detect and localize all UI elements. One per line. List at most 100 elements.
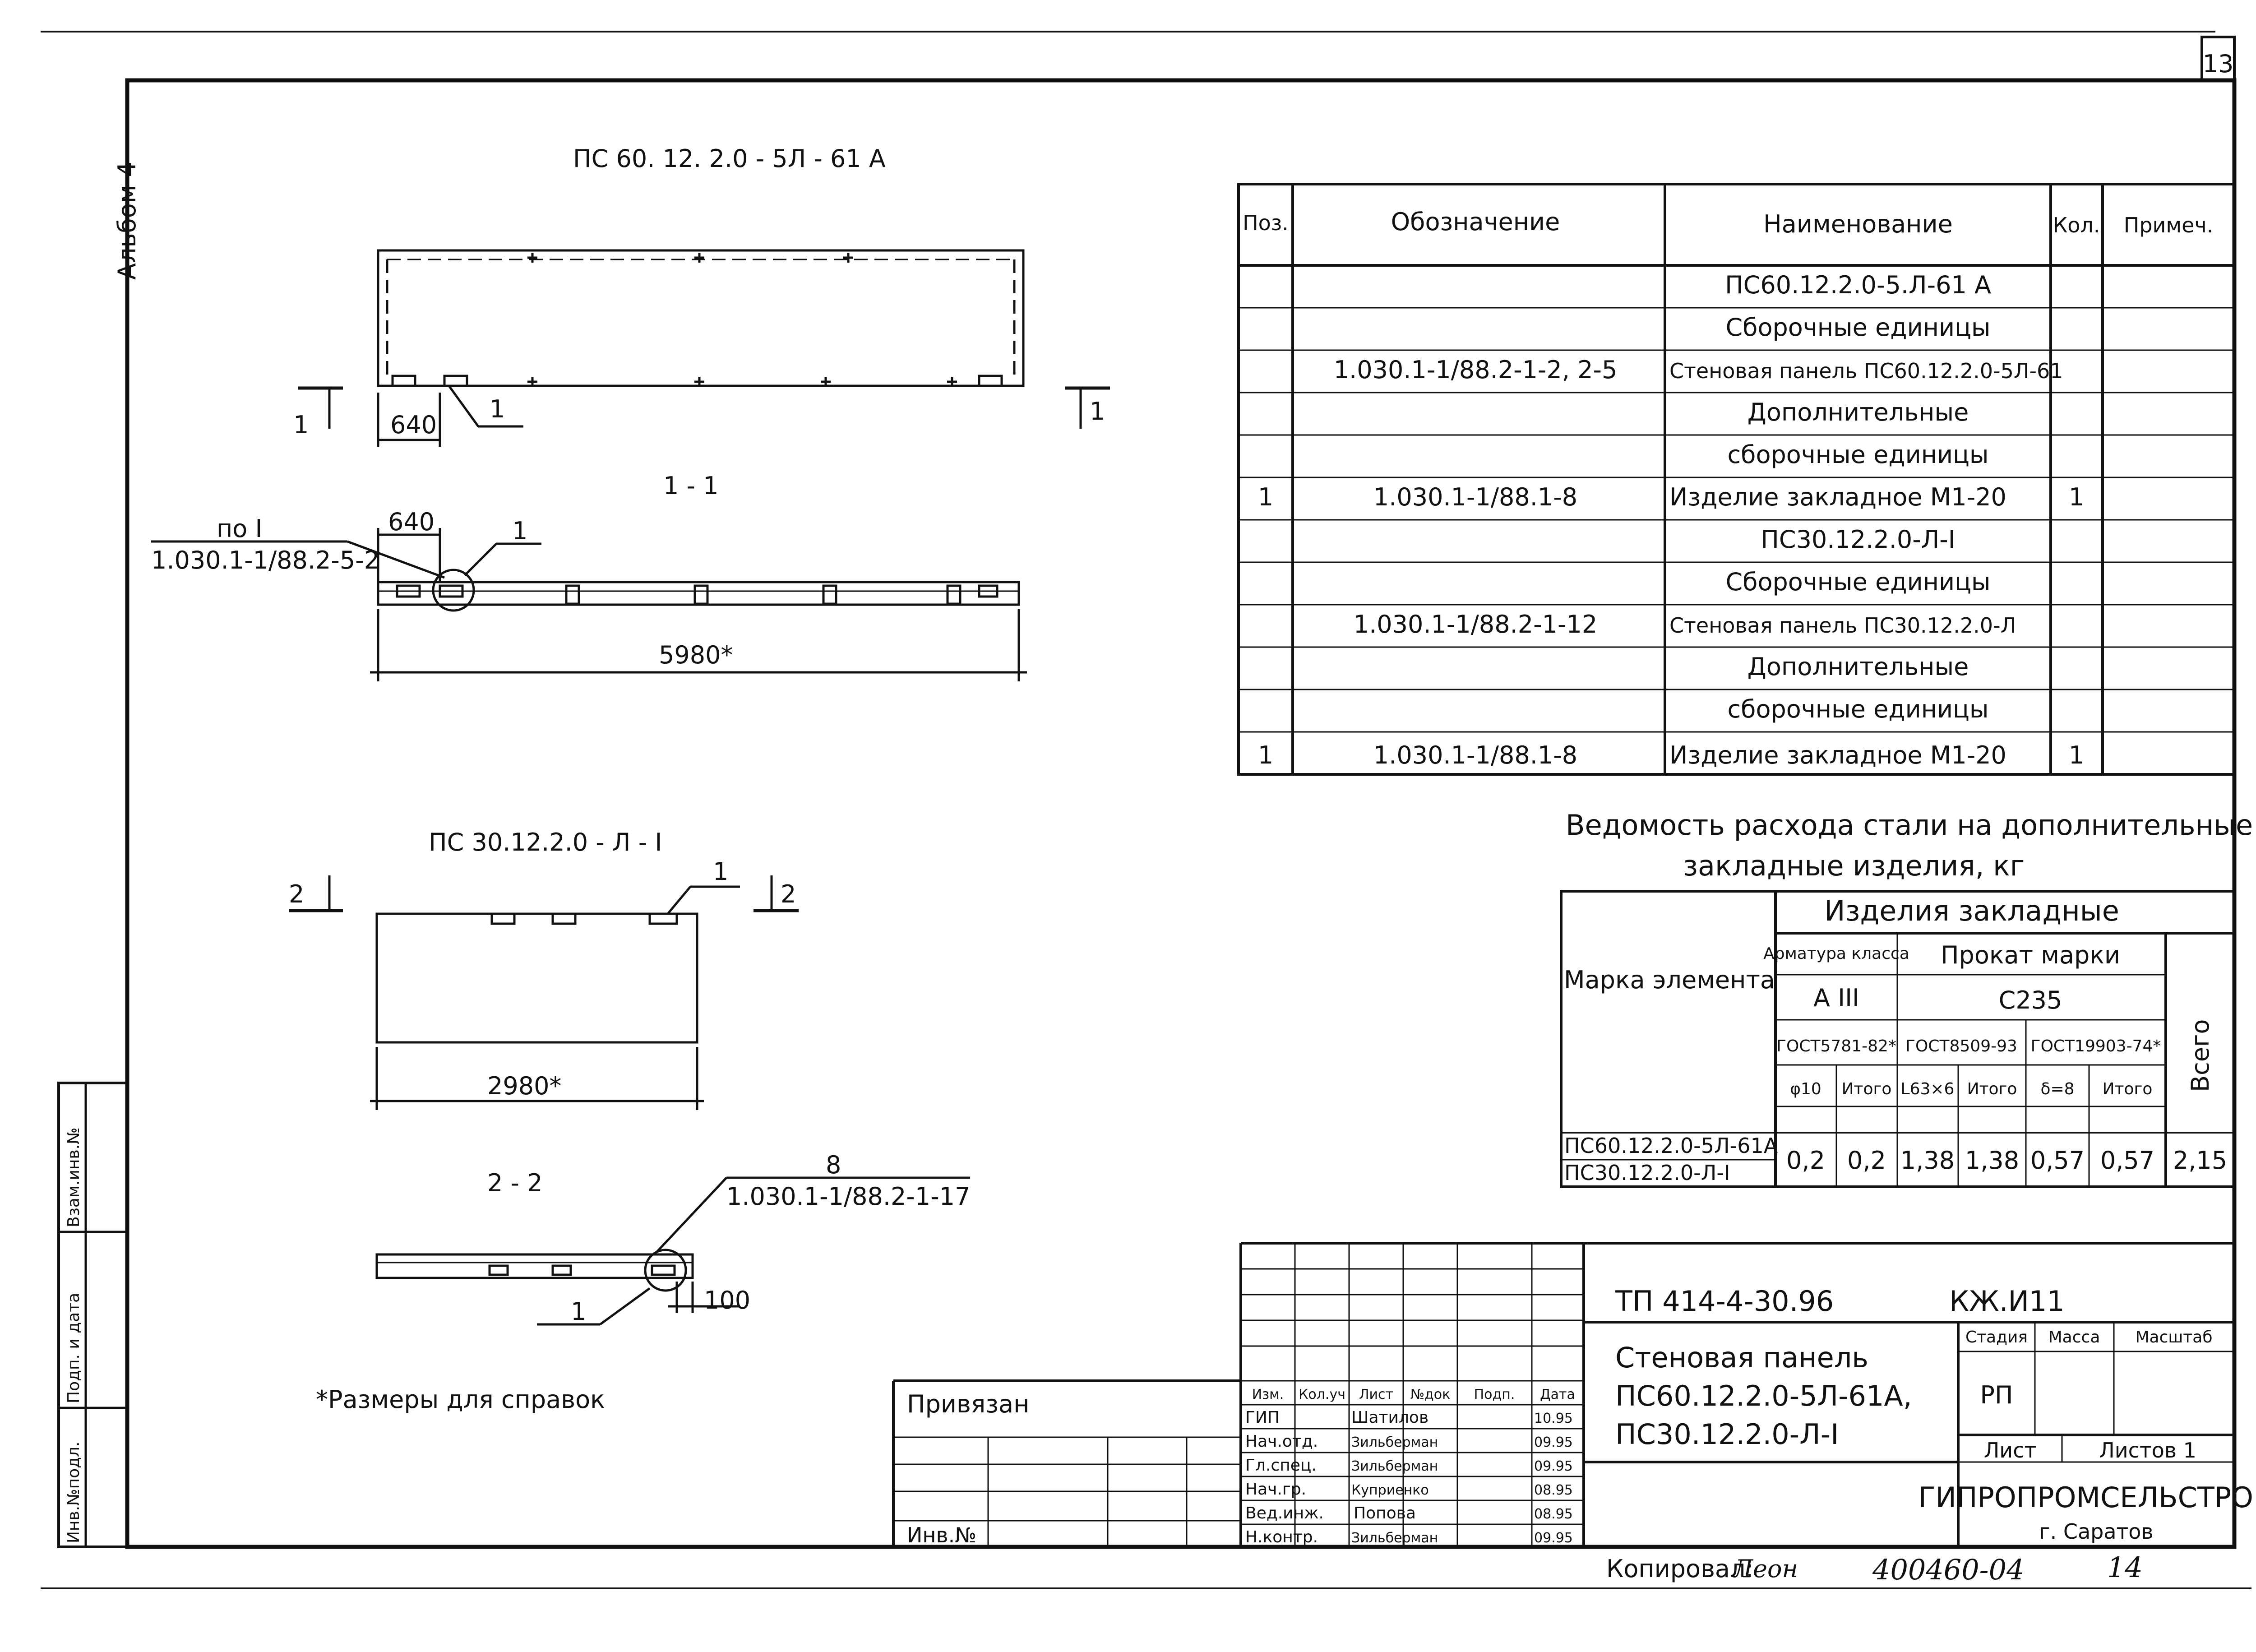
spec-row-3-code: 1.030.1-1/88.2-1-2, 2-5 <box>1334 356 1618 384</box>
panel-1-drawing: ПС 60. 12. 2.0 - 5Л - 61 А 1 1 640 1 1 -… <box>151 144 1110 681</box>
steel-sub-itogo1: Итого <box>1842 1080 1892 1098</box>
steel-val-2: 0,2 <box>1847 1146 1886 1175</box>
tb-col-list: Лист <box>1359 1387 1393 1402</box>
tb-col-podp: Подп. <box>1474 1387 1515 1402</box>
spec-h-designation: Обозначение <box>1391 208 1560 236</box>
tb-col-ndok: №док <box>1410 1387 1450 1402</box>
steel-mark-1: ПС60.12.2.0-5Л-61А <box>1564 1134 1778 1158</box>
tb-inv: Инв.№ <box>907 1523 976 1547</box>
tb-role-6: Н.контр. <box>1245 1528 1318 1546</box>
spec-row-6-pos: 1 <box>1258 483 1273 511</box>
steel-a3: А III <box>1813 984 1859 1012</box>
footnote: *Размеры для справок <box>316 1385 605 1414</box>
steel-gost2: ГОСТ8509-93 <box>1905 1037 2017 1055</box>
spec-row-12-pos: 1 <box>1258 741 1273 769</box>
section-1-1-label: 1 - 1 <box>663 472 719 500</box>
tb-date-3: 09.95 <box>1534 1458 1573 1474</box>
copy-signature: Леон <box>1731 1555 1798 1583</box>
steel-sub-d8: δ=8 <box>2040 1080 2074 1098</box>
steel-vsego: Всего <box>2186 1019 2214 1092</box>
steel-mark-2: ПС30.12.2.0-Л-I <box>1564 1161 1730 1185</box>
spec-row-1-name: ПС60.12.2.0-5.Л-61 А <box>1725 271 1991 299</box>
spec-h-pos: Поз. <box>1243 211 1289 235</box>
pos-marker-1-section: 1 <box>512 517 527 545</box>
copy-label: Копировал: <box>1606 1555 1754 1583</box>
spec-row-8-name: Сборочные единицы <box>1725 568 1990 596</box>
tb-city: г. Саратов <box>2039 1519 2153 1544</box>
spec-row-2-name: Сборочные единицы <box>1725 313 1990 342</box>
tb-mass-h: Масса <box>2048 1328 2100 1347</box>
steel-val-5: 0,57 <box>2030 1146 2085 1175</box>
stamp-podp: Подп. и дата <box>65 1293 83 1403</box>
steel-val-4: 1,38 <box>1965 1146 2019 1175</box>
section-1-left: 1 <box>293 411 309 439</box>
panel-1-title: ПС 60. 12. 2.0 - 5Л - 61 А <box>573 144 886 173</box>
tb-name-1-person: Шатилов <box>1351 1408 1428 1427</box>
copy-sheet: 14 <box>2107 1551 2143 1584</box>
steel-sub-f10: φ10 <box>1790 1080 1821 1098</box>
tb-name-4-person: Куприенко <box>1351 1482 1429 1498</box>
steel-c235: С235 <box>1999 986 2062 1014</box>
pos-marker-2-section: 1 <box>571 1297 586 1326</box>
steel-val-6: 0,57 <box>2100 1146 2154 1175</box>
tb-name-2-person: Зильберман <box>1351 1435 1438 1450</box>
ref-po-1: по I <box>217 514 262 543</box>
tb-org: ГИПРОПРОМСЕЛЬСТРОЙ <box>1919 1481 2256 1514</box>
dim-640-top: 640 <box>390 411 437 439</box>
steel-armatura: Арматура класса <box>1763 944 1909 963</box>
steel-val-1: 0,2 <box>1786 1146 1825 1175</box>
tb-col-izm: Изм. <box>1252 1387 1284 1402</box>
overall-length-2980: 2980* <box>487 1072 561 1100</box>
tb-date-6: 09.95 <box>1534 1530 1573 1546</box>
overall-length-5980: 5980* <box>659 641 733 669</box>
title-block: ТП 414-4-30.96 КЖ.И11 Стеновая панель ПС… <box>892 1242 2256 1547</box>
spec-row-5-name: сборочные единицы <box>1727 440 1988 469</box>
tb-name-3-person: Зильберман <box>1351 1458 1438 1474</box>
spec-row-9-code: 1.030.1-1/88.2-1-12 <box>1354 610 1597 639</box>
spec-row-6-code: 1.030.1-1/88.1-8 <box>1373 483 1577 511</box>
ref-code-2: 1.030.1-1/88.2-1-17 <box>726 1182 970 1211</box>
tb-sheet-h: Лист <box>1984 1438 2037 1462</box>
tb-privyazan: Привязан <box>907 1390 1029 1418</box>
dim-640-section: 640 <box>388 508 435 536</box>
spec-row-6-qty: 1 <box>2069 483 2084 511</box>
steel-table: Ведомость расхода стали на дополнительны… <box>1560 809 2253 1188</box>
steel-gost1: ГОСТ5781-82* <box>1776 1037 1896 1055</box>
steel-sub-itogo2: Итого <box>1967 1080 2017 1098</box>
spec-row-12-code: 1.030.1-1/88.1-8 <box>1373 741 1577 769</box>
tb-name-3: ПС30.12.2.0-Л-I <box>1615 1418 1839 1451</box>
spec-row-9-name: Стеновая панель ПС30.12.2.0-Л <box>1669 613 2016 638</box>
tb-date-5: 08.95 <box>1534 1506 1573 1522</box>
tb-mark: КЖ.И11 <box>1949 1285 2065 1318</box>
stamp-vzam: Взам.инв.№ <box>65 1127 83 1227</box>
tb-name-2: ПС60.12.2.0-5Л-61А, <box>1615 1379 1912 1412</box>
section-2-2-label: 2 - 2 <box>487 1169 543 1197</box>
spec-row-12-name: Изделие закладное М1-20 <box>1669 741 2006 769</box>
steel-col-mark: Марка элемента <box>1564 966 1775 994</box>
steel-sub-itogo3: Итого <box>2103 1080 2153 1098</box>
spec-row-10-name: Дополнительные <box>1747 652 1969 681</box>
tb-date-1: 10.95 <box>1534 1411 1573 1426</box>
tb-role-1: ГИП <box>1245 1408 1280 1427</box>
steel-group: Изделия закладные <box>1824 894 2119 927</box>
section-2-right: 2 <box>781 880 796 908</box>
spec-row-7-name: ПС30.12.2.0-Л-I <box>1761 525 1955 554</box>
tb-role-2: Нач.отд. <box>1245 1432 1318 1451</box>
tb-date-2: 09.95 <box>1534 1435 1573 1450</box>
album-label: Альбом 4 <box>113 162 141 280</box>
steel-gost3: ГОСТ19903-74* <box>2031 1037 2161 1055</box>
ref-code-1: 1.030.1-1/88.2-5-2 <box>151 546 379 574</box>
tb-scale-h: Масштаб <box>2135 1328 2212 1347</box>
page-number: 13 <box>2203 50 2234 78</box>
tb-stage: РП <box>1980 1381 2013 1409</box>
spec-row-12-qty: 1 <box>2069 741 2084 769</box>
tb-role-5: Вед.инж. <box>1245 1504 1324 1522</box>
pos-marker-1: 1 <box>490 395 505 423</box>
tb-name-5-person: Попова <box>1354 1504 1416 1522</box>
dim-100: 100 <box>704 1286 750 1314</box>
stamp-inv: Инв.№подл. <box>65 1442 83 1543</box>
panel-2-drawing: ПС 30.12.2.0 - Л - I 2 2 1 2980* 2 - 2 8… <box>289 828 970 1326</box>
tb-col-data: Дата <box>1540 1387 1575 1402</box>
tb-name-1: Стеновая панель <box>1615 1341 1868 1374</box>
panel-2-title: ПС 30.12.2.0 - Л - I <box>429 828 662 856</box>
